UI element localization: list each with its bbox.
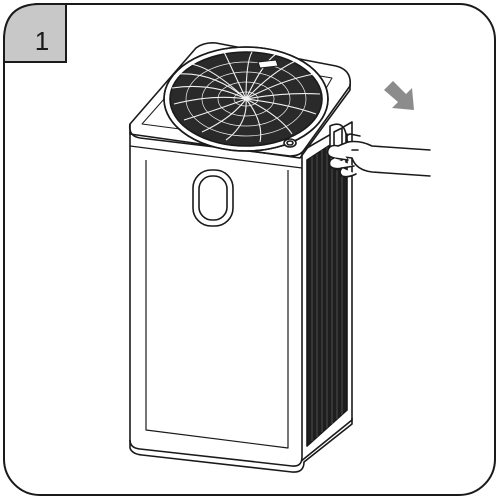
air-purifier [130,43,352,472]
fan-grille [164,47,328,151]
front-body [130,132,302,466]
step-number: 1 [27,26,57,56]
